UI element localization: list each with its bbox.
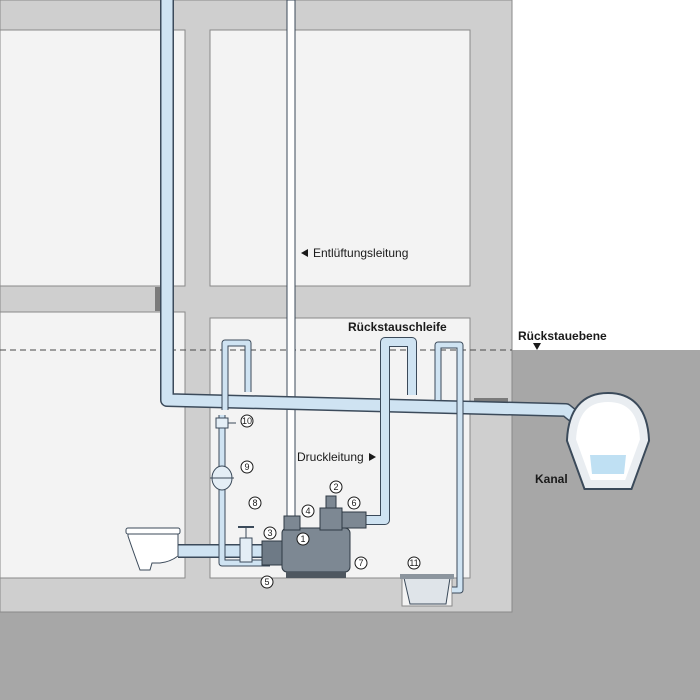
backflow-level-label: Rückstauebene	[518, 329, 607, 343]
hand-pump-line	[218, 415, 270, 567]
backflow-loop-label: Rückstauschleife	[348, 320, 447, 334]
pressure-line-arrow	[369, 453, 376, 461]
sewer-label: Kanal	[535, 472, 568, 486]
sewer	[565, 391, 651, 490]
callout-7: 7	[354, 556, 368, 570]
vent-loop	[221, 339, 252, 410]
wall-sleeve	[155, 287, 161, 311]
svg-text:1: 1	[300, 534, 305, 544]
callout-6: 6	[347, 496, 361, 510]
pressure-line-label: Druckleitung	[297, 450, 364, 464]
svg-text:10: 10	[242, 416, 252, 426]
pressure-line	[366, 337, 417, 525]
svg-text:5: 5	[264, 577, 269, 587]
wall-sleeve	[474, 398, 508, 403]
room-upper-left	[0, 29, 186, 287]
callout-5: 5	[260, 575, 274, 589]
svg-text:11: 11	[409, 558, 418, 568]
gate-valve-8	[238, 526, 254, 563]
callout-8: 8	[248, 496, 262, 510]
callout-10: 10	[240, 414, 254, 428]
svg-text:4: 4	[305, 506, 310, 516]
ventilation-pipe	[286, 0, 296, 521]
hand-pump-9	[210, 465, 234, 491]
callout-4: 4	[301, 504, 315, 518]
ventilation-label: Entlüftungsleitung	[313, 246, 408, 260]
svg-text:2: 2	[333, 482, 338, 492]
callout-9: 9	[240, 460, 254, 474]
drain-loop-right	[434, 341, 464, 594]
svg-text:3: 3	[267, 528, 272, 538]
callout-11: 11	[407, 556, 421, 570]
svg-text:6: 6	[351, 498, 356, 508]
callout-1: 1	[296, 532, 310, 546]
valve-10	[215, 417, 236, 429]
svg-text:7: 7	[358, 558, 363, 568]
backflow-level-marker	[533, 343, 541, 350]
toilet	[125, 527, 181, 571]
ventilation-arrow	[301, 249, 308, 257]
svg-text:8: 8	[252, 498, 257, 508]
callout-3: 3	[263, 526, 277, 540]
callout-2: 2	[329, 480, 343, 494]
room-upper-right	[209, 29, 471, 287]
svg-text:9: 9	[244, 462, 249, 472]
floor-drain-11	[400, 574, 454, 605]
